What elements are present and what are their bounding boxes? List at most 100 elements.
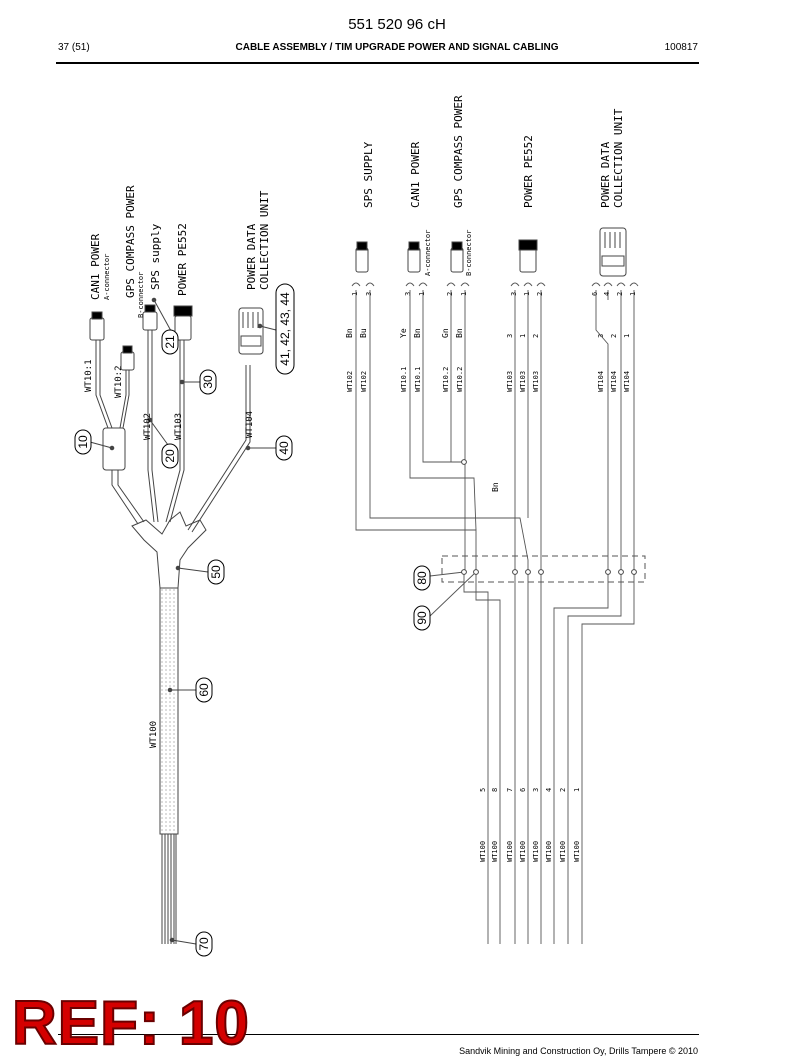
svg-text:WT10.1: WT10.1	[414, 367, 422, 392]
svg-text:Gn: Gn	[441, 328, 450, 338]
svg-text:WT10.2: WT10.2	[456, 367, 464, 392]
svg-text:40: 40	[277, 441, 291, 455]
page-title: CABLE ASSEMBLY / TIM UPGRADE POWER AND S…	[235, 42, 559, 53]
wt100-labels: WT100 WT100 WT100 WT100 WT100 WT100 WT10…	[479, 841, 581, 862]
svg-text:2: 2	[559, 788, 567, 792]
cable-junction	[131, 511, 207, 589]
left-sub-labels: A-connector B-connector	[103, 254, 145, 318]
right-sub-labels: A-connector B-connector	[424, 230, 473, 276]
svg-text:2: 2	[536, 292, 544, 296]
schem-sps-connector	[355, 247, 369, 273]
svg-text:41, 42, 43, 44: 41, 42, 43, 44	[278, 292, 292, 366]
footer-copyright: Sandvik Mining and Construction Oy, Dril…	[459, 1046, 698, 1056]
label-collection-unit: COLLECTION UNIT	[258, 190, 271, 290]
label-power-data: POWER DATA	[245, 223, 258, 290]
svg-text:Bn: Bn	[413, 328, 422, 338]
svg-text:Bn: Bn	[455, 328, 464, 338]
svg-text:60: 60	[197, 683, 211, 697]
pin-numbers: 1 3 3 1 2 1 3 1 2 6 4 2 1	[351, 292, 637, 296]
svg-text:3: 3	[365, 292, 373, 296]
svg-text:WT100: WT100	[491, 841, 499, 862]
left-connector-labels: CAN1 POWER GPS COMPASS POWER SPS supply …	[89, 185, 271, 300]
wt-top-labels: WT102 WT102 WT10.1 WT10.1 WT10.2 WT10.2 …	[346, 367, 631, 392]
svg-text:3: 3	[404, 292, 412, 296]
svg-text:WT100: WT100	[479, 841, 487, 862]
schem-label-sps-supply: SPS SUPPLY	[362, 141, 375, 208]
svg-text:50: 50	[209, 565, 223, 579]
schem-data-unit-connector	[599, 227, 627, 277]
svg-text:2: 2	[610, 334, 618, 338]
svg-text:1: 1	[351, 292, 359, 296]
svg-text:10: 10	[76, 435, 90, 449]
svg-text:WT10.2: WT10.2	[442, 367, 450, 392]
callout-40: 40	[275, 435, 293, 461]
document-number: 551 520 96 cH	[348, 16, 446, 33]
svg-text:WT103: WT103	[532, 371, 540, 392]
label-wt100: WT100	[149, 721, 159, 748]
callout-60: 60	[195, 677, 213, 703]
callout-10: 10	[74, 429, 92, 455]
callout-90: 90	[413, 605, 431, 631]
svg-text:7: 7	[506, 788, 514, 792]
svg-text:WT103: WT103	[519, 371, 527, 392]
schem-label-can1-power: CAN1 POWER	[409, 141, 422, 208]
callout-21: 21	[161, 329, 179, 355]
svg-text:6: 6	[519, 788, 527, 792]
left-wire-labels: WT10:1 WT10:2 WT102 WT103 WT104 WT100	[84, 359, 255, 748]
svg-text:WT102: WT102	[346, 371, 354, 392]
svg-text:Ye: Ye	[399, 328, 408, 338]
svg-text:2: 2	[616, 292, 624, 296]
svg-text:1: 1	[523, 292, 531, 296]
svg-text:1: 1	[573, 788, 581, 792]
svg-text:WT102: WT102	[360, 371, 368, 392]
svg-text:3: 3	[510, 292, 518, 296]
svg-text:WT100: WT100	[545, 841, 553, 862]
schem-a-connector: A-connector	[424, 230, 432, 276]
page-number: 37 (51)	[58, 42, 90, 53]
label-a-connector: A-connector	[103, 254, 111, 300]
header-rule	[56, 62, 699, 64]
svg-text:WT100: WT100	[506, 841, 514, 862]
schem-b-connector: B-connector	[465, 230, 473, 276]
label-can1-power: CAN1 POWER	[89, 233, 102, 300]
svg-text:8: 8	[491, 788, 499, 792]
splice-nodes	[461, 459, 637, 575]
callout-41-44: 41, 42, 43, 44	[275, 283, 295, 375]
schem-label-power-data: POWER DATA	[599, 141, 612, 208]
svg-text:2: 2	[532, 334, 540, 338]
svg-text:1: 1	[623, 334, 631, 338]
callout-70: 70	[195, 931, 213, 957]
label-b-connector: B-connector	[137, 272, 145, 318]
svg-text:4: 4	[545, 788, 553, 792]
schem-label-power-pe552: POWER PE552	[522, 135, 535, 208]
left-callouts: 10 20 21 30 40 41, 42, 43, 44 50 60 70	[74, 283, 295, 957]
schem-label-gps-compass: GPS COMPASS POWER	[452, 95, 465, 208]
svg-text:70: 70	[197, 937, 211, 951]
schematic-wires	[351, 282, 639, 944]
svg-text:1: 1	[629, 292, 637, 296]
wire-colors: Bn Bu Ye Bn Gn Bn	[345, 328, 464, 338]
svg-text:WT100: WT100	[573, 841, 581, 862]
svg-text:WT10.1: WT10.1	[400, 367, 408, 392]
svg-text:1: 1	[418, 292, 426, 296]
wt100-nums: 5 8 7 6 3 4 2 1	[479, 788, 581, 792]
schem-can1-connector	[407, 247, 421, 273]
svg-text:30: 30	[201, 375, 215, 389]
label-wt10-2: WT10:2	[114, 365, 124, 398]
wire-color-bn-mid: Bn	[491, 482, 500, 492]
svg-text:1: 1	[519, 334, 527, 338]
svg-text:2: 2	[446, 292, 454, 296]
svg-text:90: 90	[415, 611, 429, 625]
label-wt102: WT102	[143, 413, 153, 440]
label-wt103: WT103	[174, 413, 184, 440]
svg-text:20: 20	[163, 449, 177, 463]
svg-text:WT100: WT100	[532, 841, 540, 862]
right-callouts: 80 90	[413, 565, 431, 631]
main-trunk-cable	[159, 587, 179, 835]
svg-text:3: 3	[532, 788, 540, 792]
svg-text:Bu: Bu	[359, 328, 368, 338]
svg-text:WT100: WT100	[559, 841, 567, 862]
left-cable-assembly	[89, 297, 277, 945]
svg-text:6: 6	[591, 292, 599, 296]
